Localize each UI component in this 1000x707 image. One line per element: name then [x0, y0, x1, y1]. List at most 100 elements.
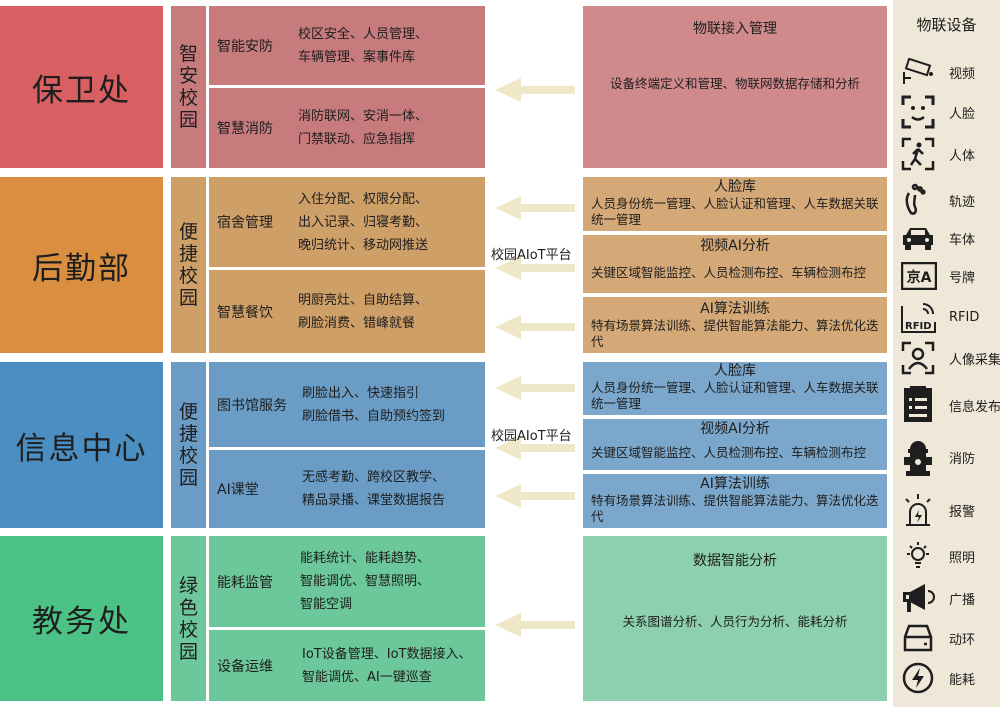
block-desc: 人员身份统一管理、人脸认证和管理、人车数据关联统一管理 [591, 196, 879, 227]
detail-line: 明厨亮灶、自助结算、 [298, 292, 429, 308]
academic-label-1: 能耗监管 [217, 574, 273, 591]
camera-icon [903, 58, 933, 84]
device-panel-title: 物联设备 [916, 16, 977, 34]
detail-line: 消防联网、安消一体、 [298, 109, 429, 124]
block-title: 人脸库 [714, 363, 756, 379]
detail-line: 无感考勤、跨校区教学、 [302, 470, 446, 485]
dept-logistics: 后勤部 [0, 177, 163, 353]
arrow-left-icon [495, 78, 575, 102]
arrow-left-icon [495, 196, 575, 220]
storage-icon [903, 624, 933, 652]
info-label-2: AI课堂 [217, 482, 259, 498]
device-item-alarm: 报警 [893, 490, 1000, 530]
device-label: 广播 [949, 592, 976, 608]
logistics-label-2: 智慧餐饮 [217, 304, 273, 321]
detail-line: 晚归统计、移动网推送 [298, 237, 429, 253]
iot-access-title: 物联接入管理 [693, 21, 777, 37]
iot-access-desc: 设备终端定义和管理、物联网数据存储和分析 [609, 76, 860, 91]
portrait-icon [901, 341, 935, 375]
dept-academic: 教务处 [0, 536, 163, 701]
device-label: 视频 [949, 66, 976, 82]
logistics-algo-block: AI算法训练 特有场景算法训练、提供智能算法能力、算法优化迭代 [583, 297, 887, 353]
detail-line: IoT设备管理、IoT数据接入、 [302, 646, 472, 662]
device-item-portrait: 人像采集 [893, 338, 1000, 378]
bulb-icon [907, 542, 929, 568]
academic-detail-2: IoT设备管理、IoT数据接入、 智能调优、AI一键巡查 [290, 630, 485, 701]
platform-label-logistics: 校园AIoT平台 [491, 248, 572, 263]
arrow-left-icon [495, 256, 575, 280]
logistics-detail-1: 入住分配、权限分配、 出入记录、归寝考勤、 晚归统计、移动网推送 [286, 177, 485, 267]
detail-line: 刷脸出入、快速指引 [302, 385, 420, 401]
dept-logistics-name: 后勤部 [32, 250, 131, 287]
device-label: 车体 [949, 232, 976, 248]
megaphone-icon [903, 584, 935, 612]
device-item-car: 车体 [893, 218, 1000, 258]
device-label: 消防 [949, 451, 976, 467]
detail-line: 智能调优、智慧照明、 [300, 574, 431, 589]
device-item-rfid: RFID RFID [893, 297, 1000, 337]
arrow-left-icon [495, 376, 575, 400]
info-video-block: 视频AI分析 关键区域智能监控、人员检测布控、车辆检测布控 [583, 419, 887, 470]
row-divider [209, 627, 485, 630]
detail-line: 精品录播、课堂数据报告 [302, 493, 446, 508]
block-title: AI算法训练 [700, 476, 770, 492]
arrow-left-icon [495, 436, 575, 460]
security-label-1: 智能安防 [217, 38, 273, 55]
alarm-icon [905, 494, 931, 526]
info-label-1: 图书馆服务 [217, 397, 287, 414]
device-item-energy: 能耗 [893, 658, 1000, 698]
campus-academic-label: 绿色校园 [178, 574, 198, 663]
block-desc: 特有场景算法训练、提供智能算法能力、算法优化迭代 [591, 318, 879, 349]
logistics-detail-2: 明厨亮灶、自助结算、 刷脸消费、错峰就餐 [286, 270, 485, 353]
detail-line: 门禁联动、应急指挥 [298, 132, 416, 147]
data-analysis-title: 数据智能分析 [693, 553, 777, 569]
dept-info: 信息中心 [0, 362, 163, 528]
detail-line: 刷脸借书、自助预约签到 [302, 408, 446, 424]
detail-line: 能耗统计、能耗趋势、 [300, 551, 431, 566]
logistics-row-bg [209, 177, 485, 353]
detail-line: 刷脸消费、错峰就餐 [298, 315, 416, 331]
plate-icon: 京A [901, 262, 937, 290]
device-item-video: 视频 [893, 52, 1000, 92]
device-label: 人像采集 [949, 352, 1000, 368]
iot-access-block: 物联接入管理 设备终端定义和管理、物联网数据存储和分析 [583, 6, 887, 168]
campus-security: 智安校园 [171, 6, 206, 168]
block-title: AI算法训练 [700, 301, 770, 317]
arrows-layer [495, 78, 575, 637]
dept-security-name: 保卫处 [32, 72, 131, 109]
device-item-bulb: 照明 [893, 536, 1000, 576]
device-label: 动环 [949, 632, 976, 648]
data-analysis-block: 数据智能分析 关系图谱分析、人员行为分析、能耗分析 [583, 536, 887, 701]
device-label: 信息发布 [949, 399, 1000, 415]
platform-label-info: 校园AIoT平台 [491, 429, 572, 444]
info-detail-1: 刷脸出入、快速指引 刷脸借书、自助预约签到 [290, 362, 485, 447]
arrow-left-icon [495, 484, 575, 508]
detail-line: 入住分配、权限分配、 [298, 191, 429, 207]
logistics-face-block: 人脸库 人员身份统一管理、人脸认证和管理、人车数据关联统一管理 [583, 177, 887, 231]
device-item-face: 人脸 [893, 92, 1000, 132]
block-desc: 人员身份统一管理、人脸认证和管理、人车数据关联统一管理 [591, 380, 879, 411]
detail-line: 车辆管理、案事件库 [298, 49, 416, 65]
device-item-info-board: 信息发布 [893, 385, 1000, 425]
device-label: RFID [949, 309, 980, 325]
academic-row-bg [209, 536, 485, 701]
rfid-text: RFID [905, 321, 932, 332]
device-item-megaphone: 广播 [893, 578, 1000, 618]
academic-detail-1: 能耗统计、能耗趋势、 智能调优、智慧照明、 智能空调 [288, 536, 485, 627]
security-detail-1: 校区安全、人员管理、 车辆管理、案事件库 [286, 6, 485, 85]
block-title: 视频AI分析 [700, 421, 770, 437]
dept-info-name: 信息中心 [15, 430, 148, 467]
campus-security-label: 智安校园 [178, 43, 198, 131]
device-item-track: 轨迹 [893, 180, 1000, 220]
plate-text: 京A [907, 269, 932, 286]
dept-security: 保卫处 [0, 6, 163, 168]
logistics-label-1: 宿舍管理 [217, 215, 273, 231]
detail-line: 智能调优、AI一键巡查 [302, 669, 432, 685]
security-label-2: 智慧消防 [217, 121, 273, 137]
info-detail-2: 无感考勤、跨校区教学、 精品录播、课堂数据报告 [290, 450, 485, 528]
block-title: 人脸库 [714, 179, 756, 195]
device-item-person: 人体 [893, 134, 1000, 174]
detail-line: 校区安全、人员管理、 [298, 26, 429, 42]
device-item-plate: 京A 号牌 [893, 256, 1000, 296]
device-label: 照明 [949, 550, 976, 566]
